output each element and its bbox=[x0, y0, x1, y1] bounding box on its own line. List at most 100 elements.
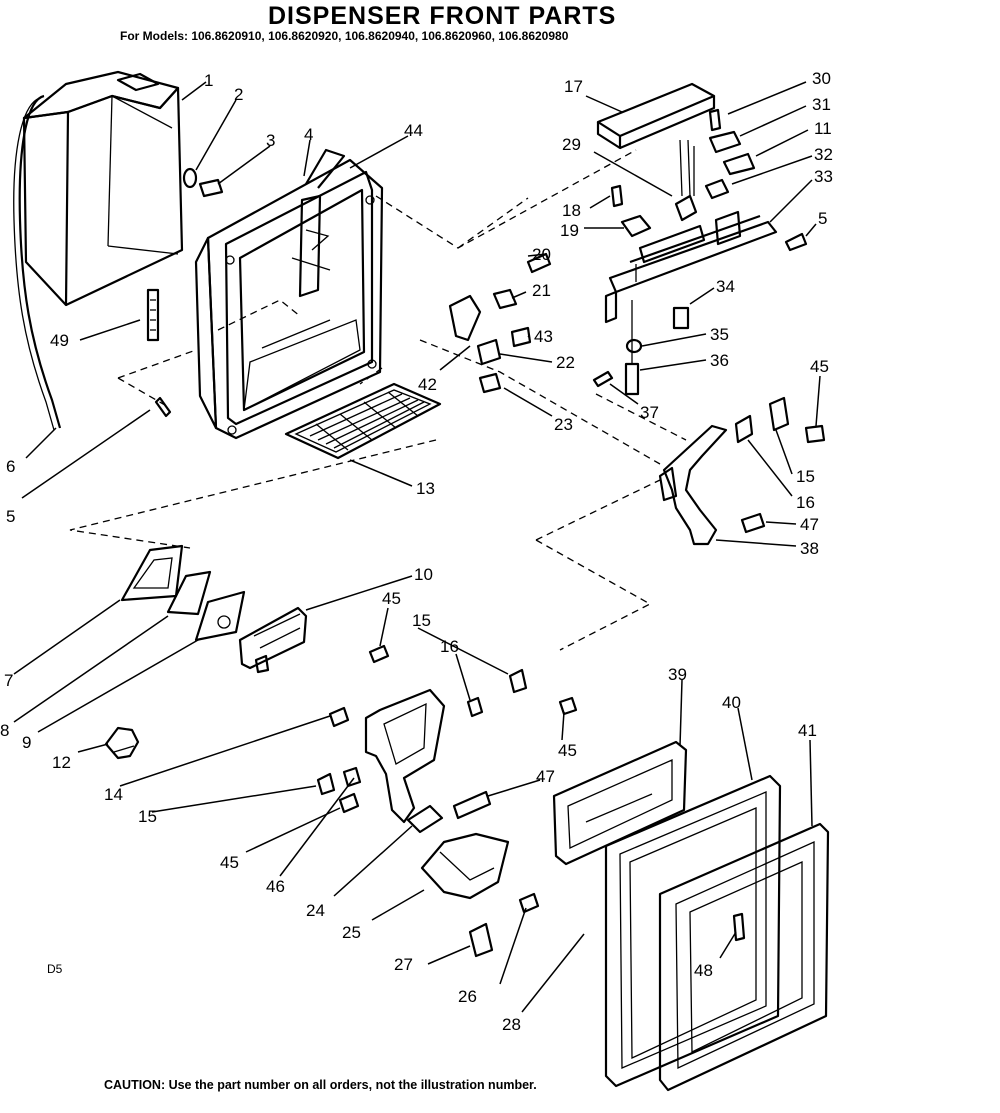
part-48-screw bbox=[732, 912, 746, 942]
callout-45-low: 45 bbox=[220, 853, 239, 872]
callout-6: 6 bbox=[6, 457, 15, 476]
callout-15-low: 15 bbox=[138, 807, 157, 826]
part-1-housing bbox=[22, 70, 184, 307]
part-17-bar bbox=[596, 82, 716, 150]
callout-20: 20 bbox=[532, 245, 551, 264]
callout-7: 7 bbox=[4, 671, 13, 690]
callout-42: 42 bbox=[418, 375, 437, 394]
part-26-screw bbox=[518, 892, 540, 914]
callout-44: 44 bbox=[404, 121, 423, 140]
callout-45-low-right: 45 bbox=[558, 741, 577, 760]
part-37-pin bbox=[592, 370, 614, 388]
part-9-plate bbox=[194, 590, 246, 642]
callout-19: 19 bbox=[560, 221, 579, 240]
callout-48: 48 bbox=[694, 961, 713, 980]
part-15-bracket-low bbox=[316, 772, 336, 796]
callout-26: 26 bbox=[458, 987, 477, 1006]
callout-34: 34 bbox=[716, 277, 735, 296]
diagram-code: D5 bbox=[47, 962, 63, 976]
part-45-screw-mid bbox=[368, 644, 390, 664]
callout-11: 11 bbox=[814, 119, 832, 138]
part-33-bracket bbox=[604, 210, 778, 324]
part-36-plunger bbox=[624, 300, 640, 396]
part-16-spring-mid bbox=[466, 696, 484, 718]
callout-14: 14 bbox=[104, 785, 123, 804]
part-38-arm bbox=[658, 396, 826, 546]
callout-41: 41 bbox=[798, 721, 817, 740]
callout-28: 28 bbox=[502, 1015, 521, 1034]
callout-13: 13 bbox=[416, 479, 435, 498]
callout-45-right: 45 bbox=[810, 357, 829, 376]
callout-9: 9 bbox=[22, 733, 31, 752]
part-19-solenoid bbox=[620, 214, 652, 238]
part-6-tube bbox=[18, 94, 62, 429]
callout-32: 32 bbox=[814, 145, 833, 164]
callout-43: 43 bbox=[534, 327, 553, 346]
part-12-cam bbox=[104, 726, 140, 760]
callout-22: 22 bbox=[556, 353, 575, 372]
callout-25: 25 bbox=[342, 923, 361, 942]
callout-23: 23 bbox=[554, 415, 573, 434]
callout-5-right: 5 bbox=[818, 209, 827, 228]
part-27-clip bbox=[468, 922, 494, 958]
part-40-frame bbox=[604, 774, 782, 1088]
callout-27: 27 bbox=[394, 955, 413, 974]
part-47-pad bbox=[452, 790, 492, 820]
callout-16-right: 16 bbox=[796, 493, 815, 512]
part-34-cap bbox=[672, 306, 690, 330]
part-5-screw-right bbox=[784, 232, 808, 252]
callout-3: 3 bbox=[266, 131, 275, 150]
part-7-panel bbox=[120, 544, 184, 602]
part-15-bracket-mid bbox=[508, 668, 528, 694]
callout-49: 49 bbox=[50, 331, 69, 350]
part-8-gasket bbox=[166, 570, 212, 616]
part-45-screw-low bbox=[338, 792, 360, 814]
caution-note: CAUTION: Use the part number on all orde… bbox=[104, 1078, 537, 1092]
callout-12: 12 bbox=[52, 753, 71, 772]
part-18-screw bbox=[610, 184, 624, 208]
callout-29: 29 bbox=[562, 135, 581, 154]
callout-30: 30 bbox=[812, 69, 831, 88]
part-24-arm bbox=[364, 688, 446, 834]
callout-40: 40 bbox=[722, 693, 741, 712]
callout-15-mid: 15 bbox=[412, 611, 431, 630]
part-35-nut bbox=[625, 338, 643, 354]
callout-45-mid: 45 bbox=[382, 589, 401, 608]
callout-16-mid: 16 bbox=[440, 637, 459, 656]
part-41-trim bbox=[658, 822, 830, 1092]
parts-20-21-22-linkage bbox=[448, 252, 552, 394]
callout-33: 33 bbox=[814, 167, 833, 186]
callout-47-right: 47 bbox=[800, 515, 819, 534]
part-2-bushing bbox=[182, 167, 198, 189]
callout-24: 24 bbox=[306, 901, 325, 920]
part-31-switch bbox=[708, 130, 742, 154]
part-3-pin bbox=[198, 178, 224, 198]
callout-36: 36 bbox=[710, 351, 729, 370]
callout-38: 38 bbox=[800, 539, 819, 558]
part-30-screw bbox=[708, 108, 722, 132]
part-10-hinge bbox=[238, 606, 308, 674]
callout-2: 2 bbox=[234, 85, 243, 104]
part-46-spring bbox=[342, 766, 362, 788]
model-list: For Models: 106.8620910, 106.8620920, 10… bbox=[120, 29, 569, 43]
callout-17: 17 bbox=[564, 77, 583, 96]
callout-18: 18 bbox=[562, 201, 581, 220]
part-45-screw-lower bbox=[558, 696, 578, 716]
callout-labels: 1 2 3 4 44 49 6 5 13 17 30 31 11 29 32 3… bbox=[0, 69, 833, 1034]
callout-35: 35 bbox=[710, 325, 729, 344]
part-14-pin bbox=[328, 706, 350, 728]
part-4-clip bbox=[305, 148, 346, 189]
callout-46: 46 bbox=[266, 877, 285, 896]
callout-5-left: 5 bbox=[6, 507, 15, 526]
part-5-screw bbox=[154, 396, 172, 418]
part-11-clip bbox=[722, 152, 756, 176]
part-49-strip bbox=[146, 288, 160, 342]
part-13-grille bbox=[284, 382, 442, 460]
callout-1: 1 bbox=[204, 71, 213, 90]
leader-lines bbox=[13, 81, 821, 1013]
part-29-valve bbox=[674, 139, 698, 222]
callout-8: 8 bbox=[0, 721, 9, 740]
callout-31: 31 bbox=[812, 95, 831, 114]
callout-10: 10 bbox=[414, 565, 433, 584]
